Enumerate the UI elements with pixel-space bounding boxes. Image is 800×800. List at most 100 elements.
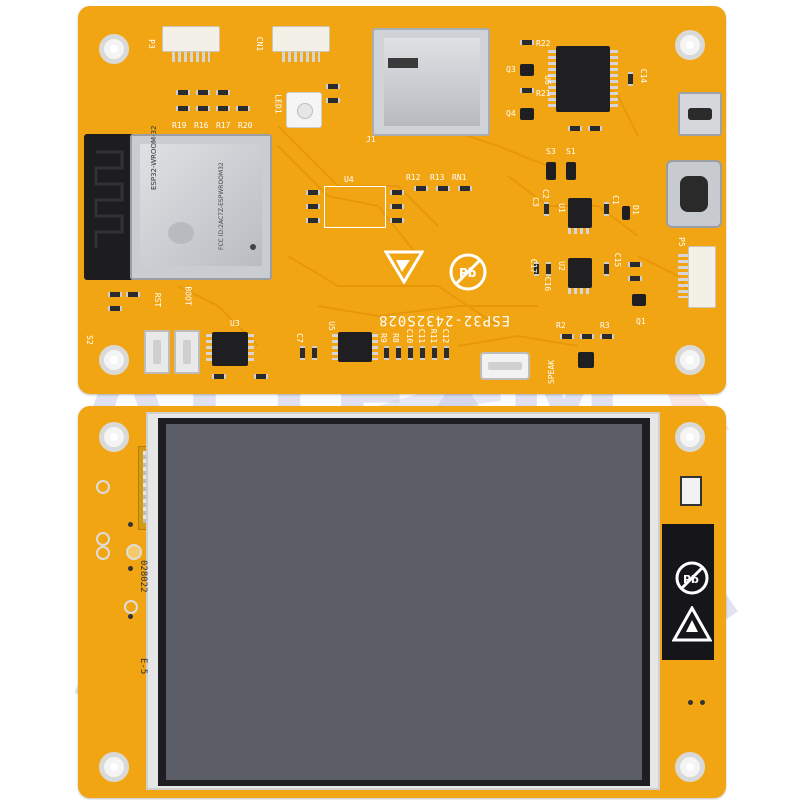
silk-s2: S2 [84, 335, 94, 345]
mounting-hole [99, 752, 129, 782]
silk-speak: SPEAK [547, 359, 557, 385]
silk-r12: R12 [406, 173, 421, 182]
regulator-u2 [568, 258, 592, 288]
chip-pins [568, 288, 592, 294]
resistor [108, 292, 122, 297]
resistor [306, 190, 320, 195]
capacitor [300, 346, 305, 360]
via [128, 522, 133, 527]
board-model-text: ESP32-2432S028 [378, 312, 511, 328]
resistor [414, 186, 428, 191]
capacitor [604, 262, 609, 276]
chip-pins [610, 50, 618, 108]
resistor [108, 306, 122, 311]
connector-p5 [688, 246, 716, 308]
via [128, 614, 133, 619]
pb-free-icon: Pb [449, 253, 487, 291]
silk-s1: S1 [566, 147, 576, 156]
silk-p5: P5 [676, 237, 686, 247]
silk-rst: RST [153, 292, 163, 308]
lcd-screen[interactable] [166, 424, 642, 780]
capacitor [408, 346, 413, 360]
esd-warning-icon [384, 250, 424, 284]
mounting-hole [675, 422, 705, 452]
pcb-traces [177, 65, 699, 347]
transistor-q3 [520, 64, 534, 76]
silk-r21: R21 [536, 89, 551, 98]
silk-r17: R17 [216, 121, 231, 130]
silk-q1: Q1 [636, 317, 646, 326]
esp32-module-antenna [84, 134, 134, 280]
solder-pad [124, 600, 138, 614]
silk-r19: R19 [172, 121, 187, 130]
silk-c15: C15 [613, 252, 623, 268]
silk-r2: R2 [556, 321, 566, 330]
capacitor [444, 346, 449, 360]
silk-c2: C2 [540, 189, 550, 199]
u3-chip [212, 332, 248, 366]
chip-pins [332, 334, 338, 360]
panel-side-text: E-5 [138, 658, 148, 675]
silk-c10: C10 [405, 328, 415, 344]
silk-d1: D1 [630, 205, 640, 215]
mounting-hole [99, 422, 129, 452]
u5-chip [338, 332, 372, 362]
silk-r9: R9 [378, 333, 388, 343]
silk-u2: U2 [556, 261, 566, 271]
ce-mark [168, 222, 194, 244]
mounting-hole [675, 345, 705, 375]
chip-pins [206, 334, 212, 364]
resistor [432, 346, 437, 360]
capacitor [326, 84, 340, 89]
silk-u5: U5 [326, 321, 336, 331]
module-label: ESP32-WROOM-32 [150, 125, 158, 190]
capacitor [604, 202, 609, 216]
resistor [384, 346, 389, 360]
transistor-q1 [632, 294, 646, 306]
resistor [390, 218, 404, 223]
chip-pins [548, 50, 556, 108]
resistor [176, 90, 190, 95]
silk-u4: U4 [344, 175, 354, 184]
chip-pins [372, 334, 378, 360]
resistor [196, 90, 210, 95]
silk-j1: J1 [366, 135, 376, 144]
silk-c17: C17 [529, 258, 539, 274]
resistor [390, 204, 404, 209]
via [128, 566, 133, 571]
antenna-trace [94, 150, 124, 248]
resistor [212, 374, 226, 379]
silk-s3: S3 [546, 147, 556, 156]
connector-pins [282, 52, 320, 62]
silk-r13: R13 [430, 173, 445, 182]
u4-footprint [324, 186, 386, 228]
module-dot [250, 244, 256, 250]
pb-free-icon: Pb [675, 561, 709, 595]
resistor [390, 190, 404, 195]
rst-button[interactable] [144, 330, 170, 374]
resistor [216, 90, 230, 95]
resistor [196, 106, 210, 111]
silk-q3: Q3 [506, 65, 516, 74]
connector-cn1 [272, 26, 330, 52]
capacitor [312, 346, 317, 360]
solder-pad [96, 546, 110, 560]
connector-p3 [162, 26, 220, 52]
component-s1 [566, 162, 576, 180]
capacitor [326, 98, 340, 103]
smd-component [680, 476, 702, 506]
connector-pins [172, 52, 210, 62]
resistor [176, 106, 190, 111]
silk-r8: R8 [390, 333, 400, 343]
resistor [306, 218, 320, 223]
resistor [520, 88, 534, 93]
silk-q4: Q4 [506, 109, 516, 118]
capacitor [534, 262, 539, 276]
resistor [628, 276, 642, 281]
silk-c7: C7 [294, 333, 304, 343]
resistor [236, 106, 250, 111]
silk-u6: U6 [542, 75, 552, 85]
silk-rn1: RN1 [452, 173, 467, 182]
boot-button[interactable] [174, 330, 200, 374]
capacitor [628, 72, 633, 86]
